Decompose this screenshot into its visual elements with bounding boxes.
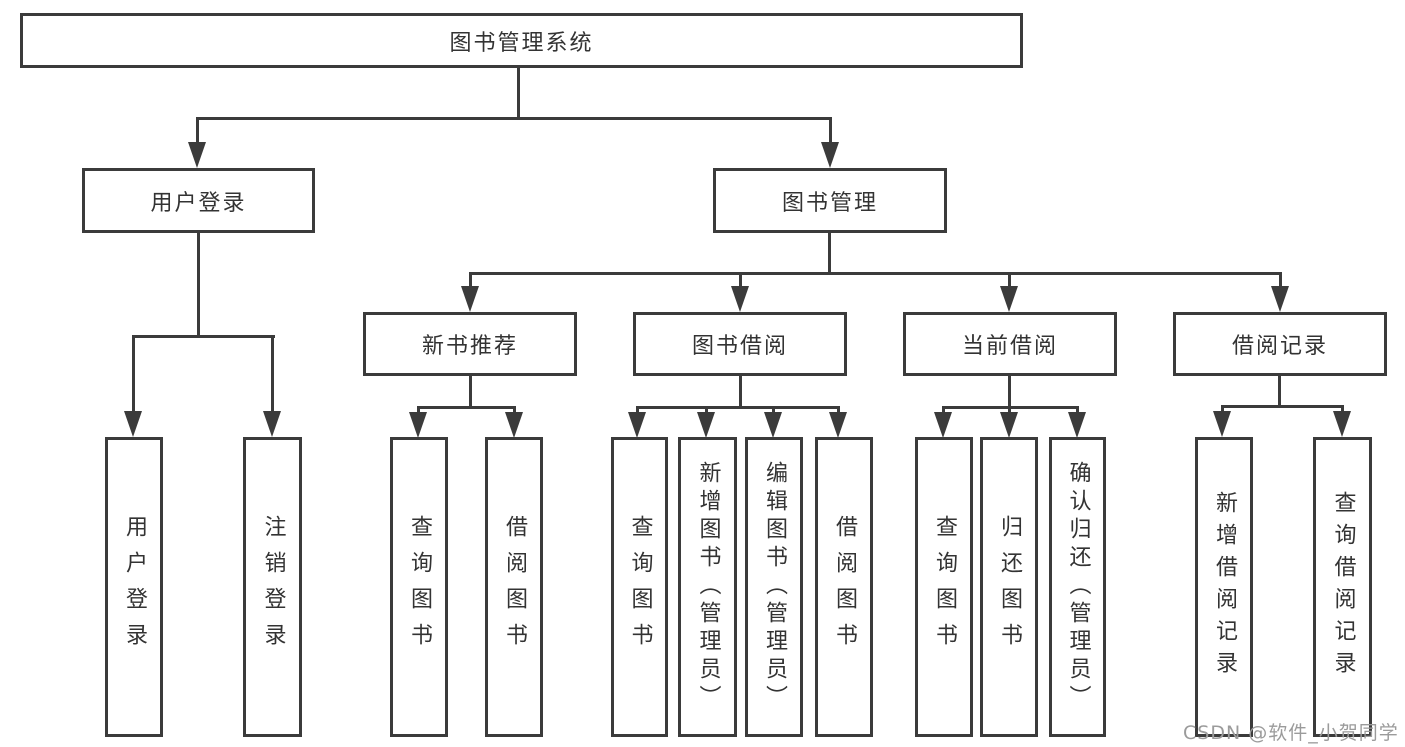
node-label: 查询图书 (407, 515, 432, 659)
node-book-management: 图书管理 (713, 168, 947, 233)
arrow-down (1068, 412, 1086, 438)
connector-drop (1076, 406, 1079, 415)
connector-level3-split (469, 272, 1282, 275)
connector-user-login-split (132, 335, 275, 338)
arrow-down (461, 286, 479, 312)
arrow-down (731, 286, 749, 312)
leaf-cb-confirm-return-admin: 确认归还（管理员） (1049, 437, 1106, 737)
connector-level2-split (196, 117, 832, 120)
node-label: 新书推荐 (421, 334, 518, 359)
arrow-down (1213, 411, 1231, 437)
node-label: 借阅图书 (832, 515, 857, 659)
leaf-nb-query-books: 查询图书 (390, 437, 448, 737)
connector-book-mgmt-stem (828, 233, 831, 273)
node-user-login: 用户登录 (82, 168, 315, 233)
arrow-down (829, 412, 847, 438)
leaf-bb-edit-books-admin: 编辑图书（管理员） (745, 437, 803, 737)
csdn-watermark: CSDN @软件_小贺同学 (1183, 722, 1399, 744)
node-label: 图书借阅 (691, 334, 788, 359)
node-label: 新增借阅记录 (1212, 491, 1237, 683)
node-label: 新增图书（管理员） (695, 461, 721, 713)
node-label: 当前借阅 (961, 334, 1058, 359)
arrow-down (934, 412, 952, 438)
connector-stem (1008, 376, 1011, 407)
node-label: 图书管理系统 (449, 30, 594, 56)
arrow-down (1000, 412, 1018, 438)
connector-drop (1279, 272, 1282, 288)
node-root: 图书管理系统 (20, 13, 1023, 68)
connector-stem (1278, 376, 1281, 406)
arrow-down (188, 142, 206, 168)
connector-stem (469, 376, 472, 407)
leaf-cb-return-books: 归还图书 (980, 437, 1038, 737)
connector-drop (772, 406, 775, 415)
connector-drop (513, 406, 516, 415)
connector-drop (469, 272, 472, 288)
node-label: 用户登录 (150, 190, 247, 216)
arrow-down (821, 142, 839, 168)
leaf-cb-query-books: 查询图书 (915, 437, 973, 737)
connector-stem (739, 376, 742, 407)
connector-drop (636, 406, 639, 415)
leaf-br-query-record: 查询借阅记录 (1313, 437, 1372, 737)
connector-drop (417, 406, 420, 415)
arrow-down (505, 412, 523, 438)
leaf-bb-query-books: 查询图书 (611, 437, 668, 737)
connector-drop (271, 335, 274, 411)
connector-drop (196, 117, 199, 144)
connector-drop (1221, 405, 1224, 414)
arrow-down (628, 412, 646, 438)
leaf-logout-login: 注销登录 (243, 437, 302, 737)
connector-split (636, 406, 840, 409)
connector-drop (132, 335, 135, 411)
connector-drop (942, 406, 945, 415)
connector-drop (739, 272, 742, 288)
connector-drop (1008, 272, 1011, 288)
node-label: 归还图书 (997, 515, 1022, 659)
node-label: 查询借阅记录 (1330, 491, 1356, 683)
node-book-borrow: 图书借阅 (633, 312, 847, 376)
connector-drop (837, 406, 840, 415)
leaf-br-add-record: 新增借阅记录 (1195, 437, 1253, 737)
connector-drop (705, 406, 708, 415)
arrow-down (409, 412, 427, 438)
node-new-book-recommend: 新书推荐 (363, 312, 577, 376)
connector-drop (1008, 406, 1011, 415)
node-label: 借阅记录 (1231, 334, 1328, 359)
connector-split (1221, 405, 1344, 408)
leaf-bb-add-books-admin: 新增图书（管理员） (678, 437, 737, 737)
leaf-user-login: 用户登录 (105, 437, 163, 737)
arrow-down (697, 412, 715, 438)
connector-user-login-stem (197, 233, 200, 335)
node-borrow-records: 借阅记录 (1173, 312, 1387, 376)
node-label: 编辑图书（管理员） (762, 461, 787, 713)
arrow-down (1000, 286, 1018, 312)
node-current-borrow: 当前借阅 (903, 312, 1117, 376)
connector-split (417, 406, 516, 409)
node-label: 查询图书 (627, 515, 653, 659)
node-label: 查询图书 (932, 515, 957, 659)
node-label: 图书管理 (781, 190, 878, 216)
node-label: 确认归还（管理员） (1065, 461, 1091, 713)
node-label: 注销登录 (260, 515, 286, 659)
arrow-down (263, 411, 281, 437)
connector-drop (829, 117, 832, 144)
arrow-down (764, 412, 782, 438)
arrow-down (124, 411, 142, 437)
connector-root-stem (517, 68, 520, 118)
leaf-nb-borrow-books: 借阅图书 (485, 437, 543, 737)
leaf-bb-borrow-books: 借阅图书 (815, 437, 873, 737)
connector-drop (1341, 405, 1344, 414)
arrow-down (1333, 411, 1351, 437)
node-label: 借阅图书 (502, 515, 527, 659)
node-label: 用户登录 (122, 515, 147, 659)
arrow-down (1271, 286, 1289, 312)
